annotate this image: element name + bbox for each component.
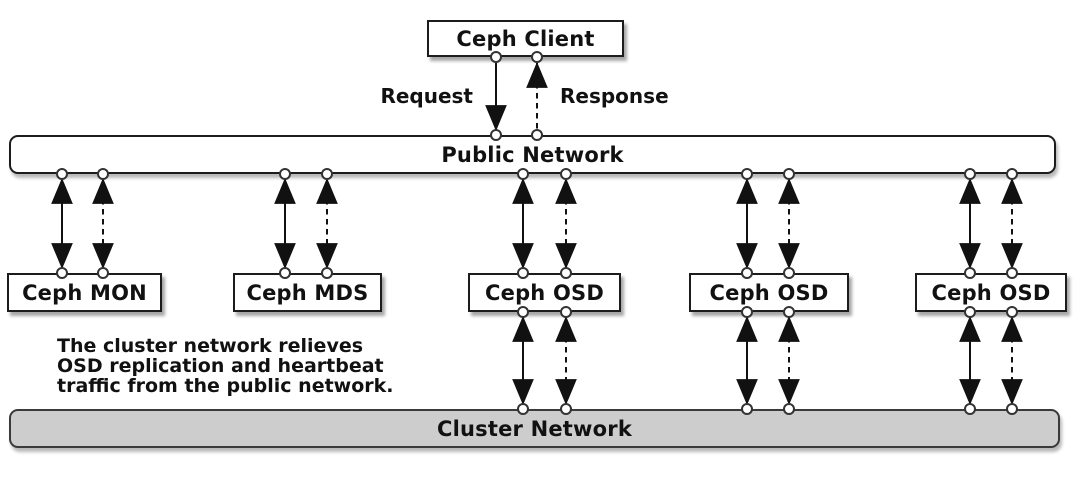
ceph-client-node: Ceph Client (427, 20, 624, 57)
ceph-osd-label-1: Ceph OSD (485, 280, 604, 305)
response-label: Response (560, 84, 669, 108)
cluster-network-bar: Cluster Network (9, 409, 1060, 448)
request-label: Request (380, 84, 473, 108)
annotation-line-2: OSD replication and heartbeat (57, 355, 384, 377)
ceph-osd-node-2: Ceph OSD (689, 273, 849, 312)
ceph-osd-node-3: Ceph OSD (915, 273, 1067, 312)
cluster-network-label: Cluster Network (436, 416, 632, 441)
ceph-osd-label-2: Ceph OSD (709, 280, 829, 305)
ceph-mds-node: Ceph MDS (233, 273, 382, 312)
ceph-mon-label: Ceph MON (22, 280, 147, 305)
ceph-mon-node: Ceph MON (7, 273, 162, 312)
annotation-line-1: The cluster network relieves (57, 335, 364, 357)
public-network-bar: Public Network (9, 135, 1056, 174)
ceph-client-label: Ceph Client (456, 26, 595, 51)
ceph-mds-label: Ceph MDS (246, 280, 369, 305)
cluster-network-annotation: The cluster network relieves OSD replica… (57, 336, 394, 396)
ceph-osd-label-3: Ceph OSD (931, 280, 1051, 305)
public-network-label: Public Network (441, 142, 624, 167)
annotation-line-3: traffic from the public network. (57, 375, 394, 397)
ceph-osd-node-1: Ceph OSD (468, 273, 621, 312)
